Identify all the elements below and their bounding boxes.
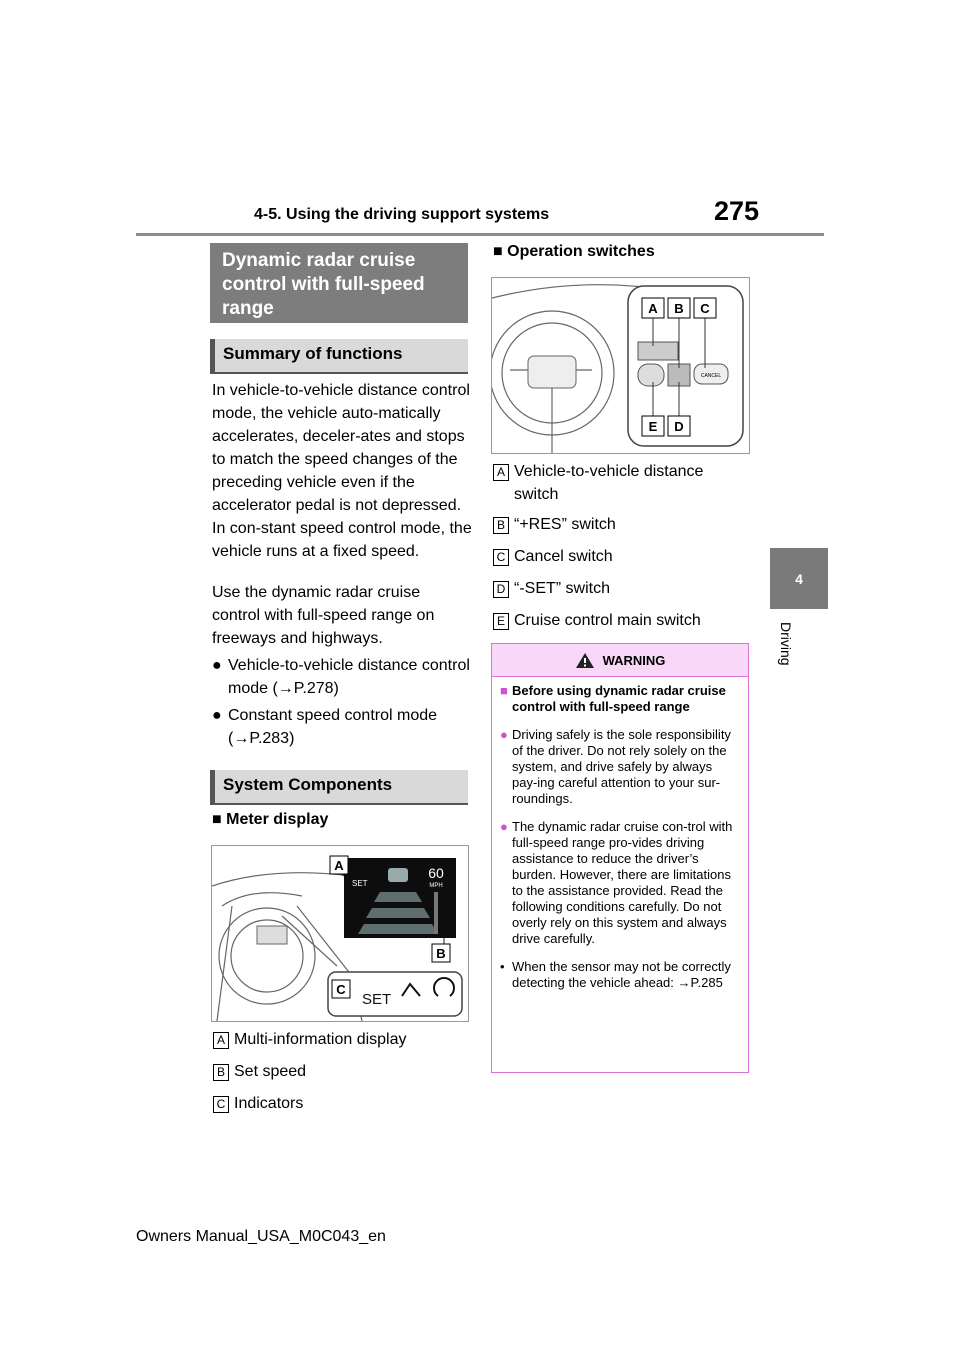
chapter-tab: 4 xyxy=(770,548,828,609)
summary-heading: Summary of functions xyxy=(210,339,468,374)
warning-header: WARNING xyxy=(492,644,748,677)
footer-text: Owners Manual_USA_M0C043_en xyxy=(136,1228,386,1245)
legend-item: B Set speed xyxy=(213,1060,473,1083)
label-text: Indicators xyxy=(234,1095,304,1112)
bullet-item: ● Constant speed control mode (→P.283) xyxy=(212,704,472,750)
usage-paragraph: Use the dynamic radar cruise control wit… xyxy=(212,584,435,647)
label-text: Cruise control main switch xyxy=(514,612,701,629)
switch-figure: CANCEL A B C E D xyxy=(491,277,750,454)
meter-display-figure: SET 60 MPH SET A B C xyxy=(211,845,469,1022)
bullet-text: Vehicle-to-vehicle distance control mode… xyxy=(228,657,470,697)
steering-switch-illustration: CANCEL A B C E D xyxy=(492,284,744,453)
bullet-icon: ● xyxy=(212,657,222,674)
cancel-text: CANCEL xyxy=(701,373,722,379)
bullet-icon: ● xyxy=(500,727,508,742)
meter-heading: ■ Meter display xyxy=(212,811,329,828)
warning-box: WARNING ■ Before using dynamic radar cru… xyxy=(491,643,749,1073)
label-text: Multi-information display xyxy=(234,1031,407,1048)
warning-content: ■ Before using dynamic radar cruise cont… xyxy=(492,677,748,991)
square-bullet-icon: ■ xyxy=(500,683,508,698)
label-text: Cancel switch xyxy=(514,548,613,565)
label-text: “-SET” switch xyxy=(514,580,610,597)
legend-item: E Cruise control main switch xyxy=(493,609,753,632)
label-letter: B xyxy=(213,1064,229,1081)
bullet-icon: ● xyxy=(212,707,222,724)
svg-text:B: B xyxy=(436,946,445,961)
label-letter: C xyxy=(493,549,509,566)
label-letter: B xyxy=(493,517,509,534)
set-text: SET xyxy=(352,879,368,888)
label-letter: C xyxy=(213,1096,229,1113)
page-number: 275 xyxy=(714,196,760,226)
label-text: “+RES” switch xyxy=(514,516,616,533)
bullet-item: ● Vehicle-to-vehicle distance control mo… xyxy=(212,654,472,700)
header-rule xyxy=(136,233,824,236)
svg-text:C: C xyxy=(700,301,710,316)
label-letter: A xyxy=(213,1032,229,1049)
warning-triangle-icon xyxy=(575,652,594,668)
svg-text:C: C xyxy=(336,982,346,997)
legend-item: A Multi-information display xyxy=(213,1028,473,1051)
svg-text:B: B xyxy=(674,301,683,316)
running-header: 4-5. Using the driving support systems xyxy=(254,206,550,223)
label-letter: D xyxy=(493,581,509,598)
warning-item: ● The dynamic radar cruise con-trol with… xyxy=(500,819,733,946)
warning-note: • When the sensor may not be correctly d… xyxy=(500,959,731,990)
label-text: Vehicle-to-vehicle distance switch xyxy=(514,463,704,503)
switch-heading: ■ Operation switches xyxy=(493,243,655,260)
legend-item: D “-SET” switch xyxy=(493,577,753,600)
set-indicator-text: SET xyxy=(362,991,391,1008)
square-bullet-icon: ■ xyxy=(493,243,503,260)
label-letter: E xyxy=(493,613,509,630)
svg-text:A: A xyxy=(334,858,344,873)
label-letter: A xyxy=(493,464,509,481)
section-title: Dynamic radar cruise control with full-s… xyxy=(210,243,468,323)
set-speed-value: 60 xyxy=(428,865,444,881)
warning-item: ● Driving safely is the sole responsibil… xyxy=(500,727,731,806)
speed-unit: MPH xyxy=(429,883,442,889)
summary-paragraph: In vehicle-to-vehicle distance control m… xyxy=(212,382,472,560)
legend-item: C Indicators xyxy=(213,1092,473,1115)
bullet-text: Constant speed control mode (→P.283) xyxy=(228,707,438,747)
warning-title: WARNING xyxy=(602,652,666,668)
legend-item: C Cancel switch xyxy=(493,545,753,568)
svg-text:D: D xyxy=(674,419,683,434)
legend-item: A Vehicle-to-vehicle distance switch xyxy=(493,460,753,506)
dot-icon: • xyxy=(500,959,505,974)
components-heading: System Components xyxy=(210,770,468,805)
svg-text:E: E xyxy=(649,419,658,434)
svg-text:A: A xyxy=(648,301,658,316)
label-text: Set speed xyxy=(234,1063,307,1080)
legend-item: B “+RES” switch xyxy=(493,513,753,536)
meter-illustration: SET 60 MPH SET A B C xyxy=(212,855,463,1021)
switch-legend: A Vehicle-to-vehicle distance switch B “… xyxy=(493,460,753,632)
square-bullet-icon: ■ xyxy=(212,811,222,828)
chapter-label: Driving xyxy=(778,622,794,666)
bullet-icon: ● xyxy=(500,819,508,834)
warning-heading: ■ Before using dynamic radar cruise cont… xyxy=(500,683,726,714)
meter-legend: A Multi-information display B Set speed … xyxy=(213,1028,473,1115)
